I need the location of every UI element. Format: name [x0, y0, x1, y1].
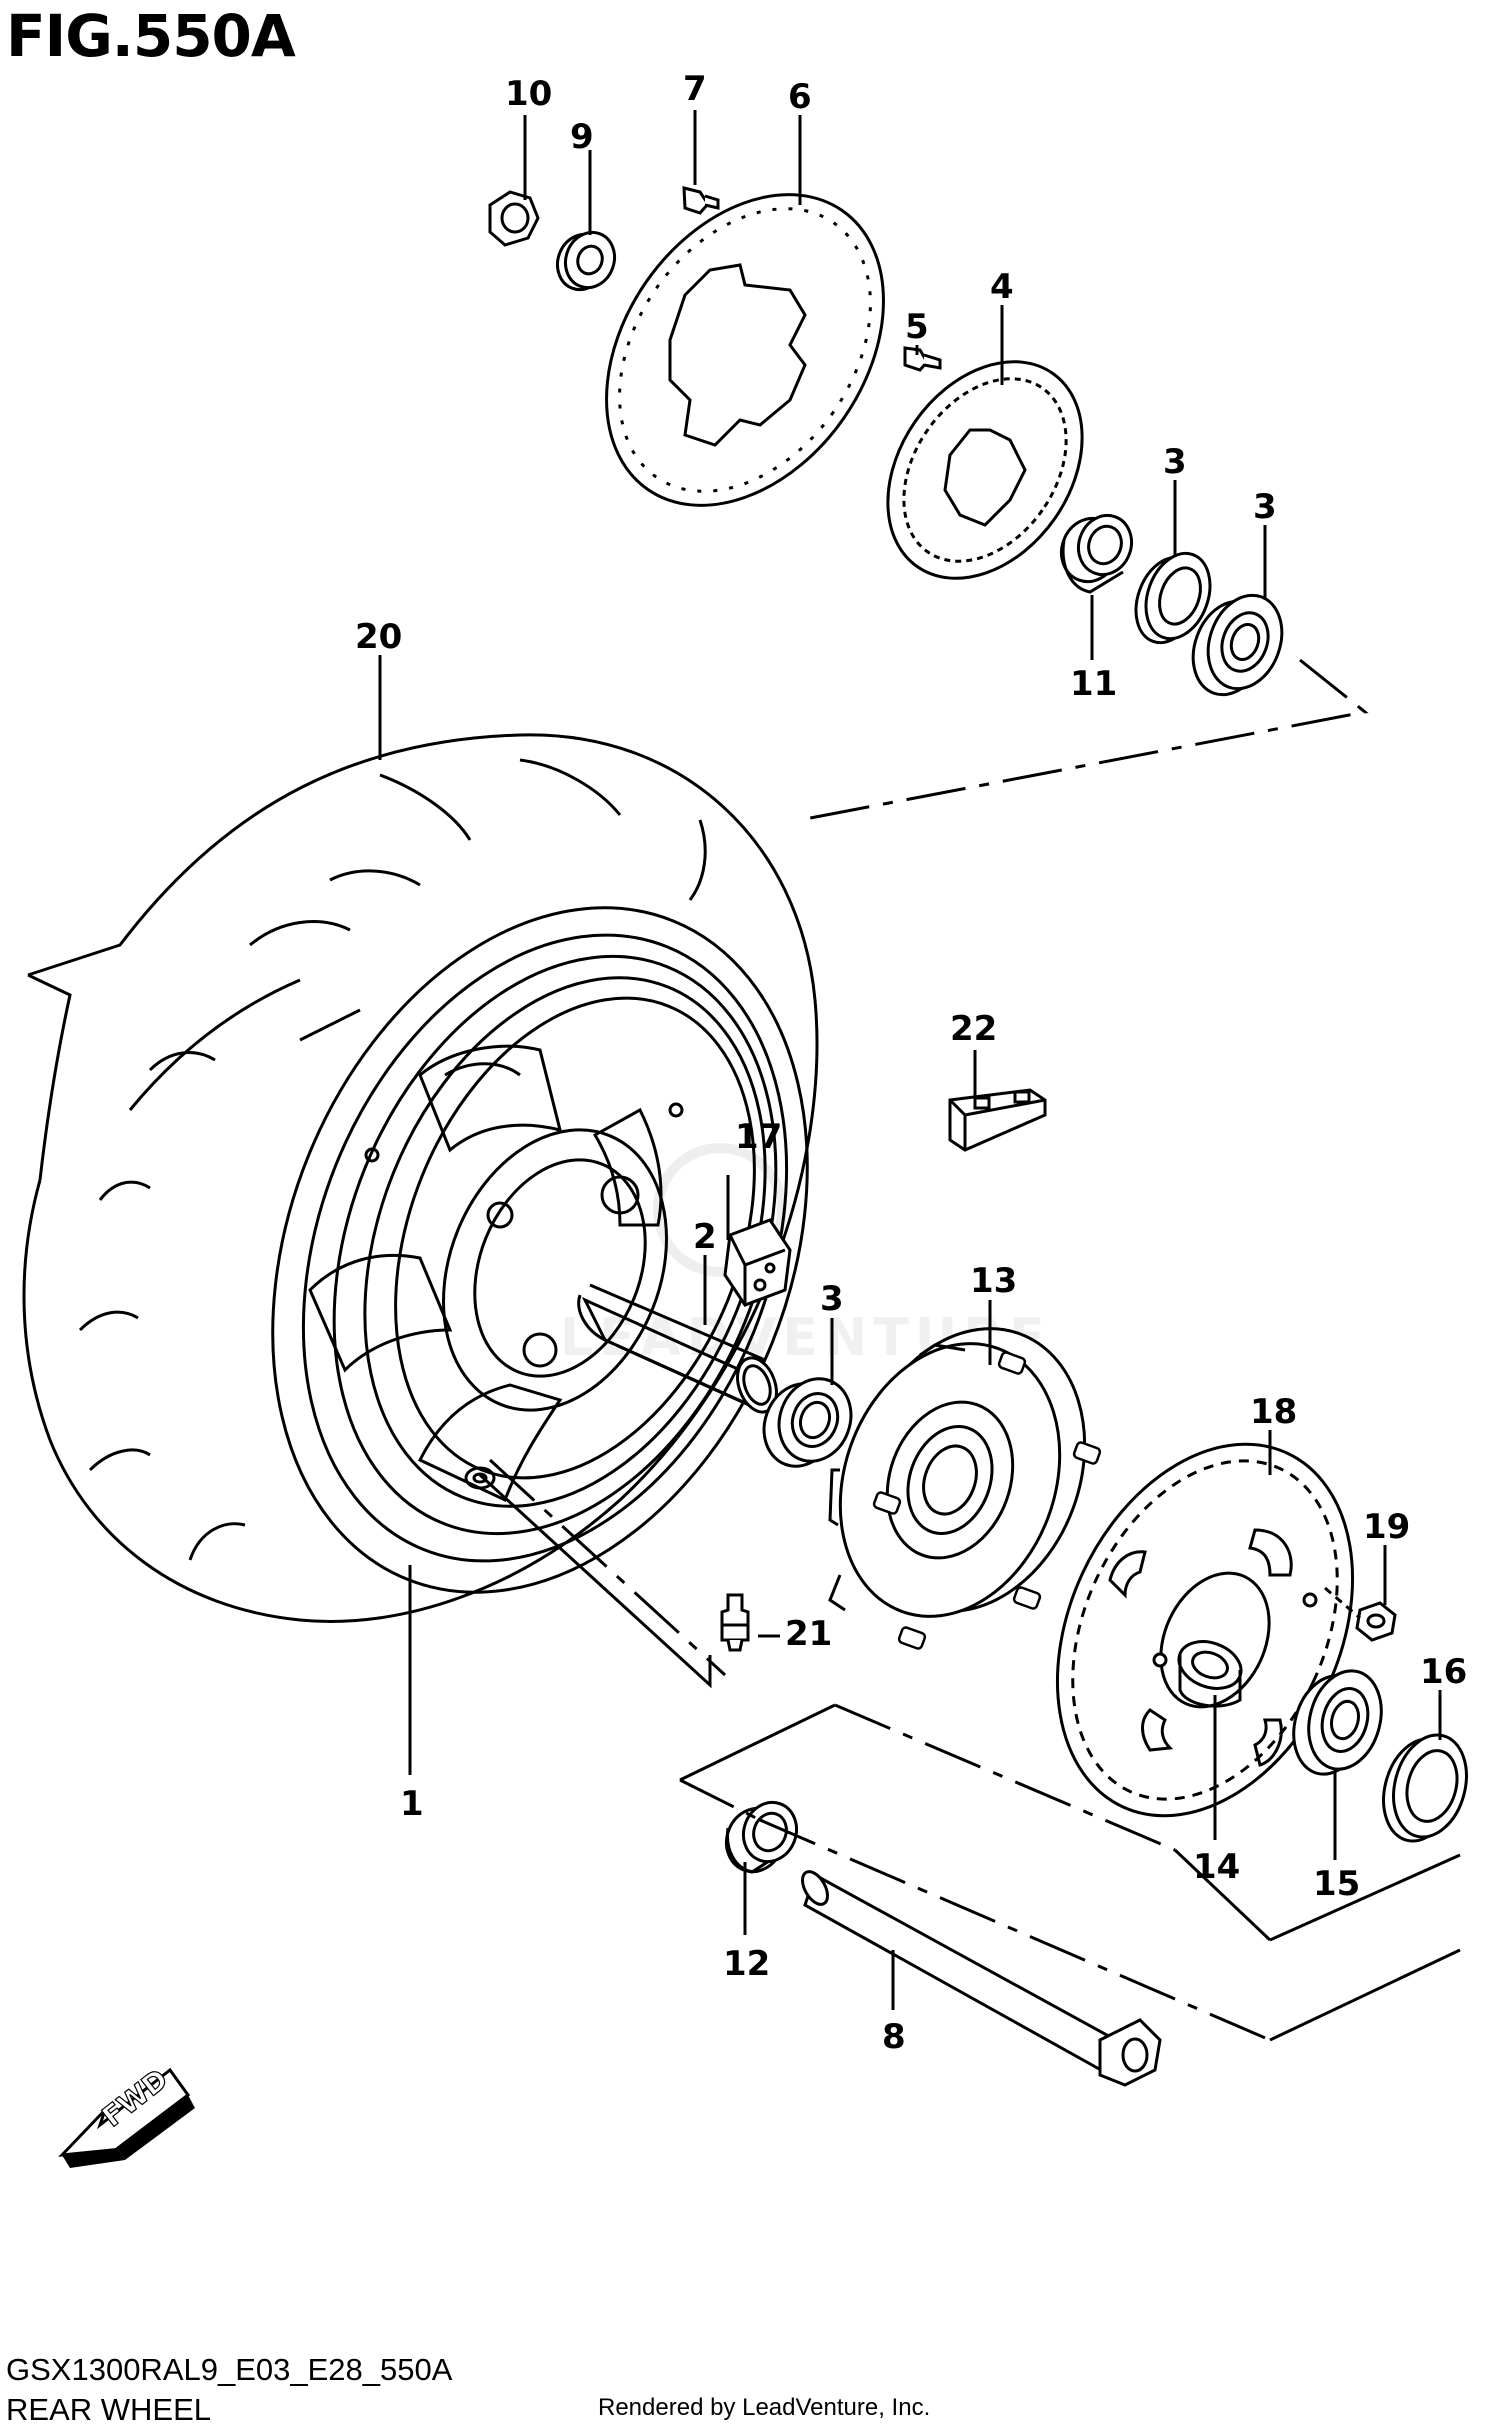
- callout-16: 15: [1313, 1864, 1360, 1904]
- damper-18: [723, 1218, 792, 1307]
- callout-19: 18: [1250, 1392, 1297, 1432]
- callout-10: 9: [570, 117, 594, 157]
- render-credit: Rendered by LeadVenture, Inc.: [598, 2394, 931, 2421]
- callout-23: 22: [950, 1009, 997, 1049]
- callout-15: 14: [1193, 1847, 1240, 1887]
- oil-seal-4: [1134, 551, 1212, 645]
- brake-disc-7: [605, 193, 885, 507]
- washer-10: [555, 230, 617, 292]
- callout-2: 2: [693, 1217, 717, 1257]
- spacer-12: [1060, 513, 1133, 594]
- callout-12: 11: [1070, 664, 1117, 704]
- callout-21: 20: [355, 617, 402, 657]
- callout-8: 7: [683, 69, 707, 109]
- balance-weight-23: [948, 1088, 1047, 1152]
- callout-3-upper: 3: [1253, 487, 1277, 527]
- callout-22: 21: [785, 1614, 832, 1654]
- callout-18: 17: [735, 1117, 782, 1157]
- fwd-arrow: FWD: [58, 2062, 195, 2168]
- callout-14: 13: [970, 1261, 1017, 1301]
- callout-4: 3: [1163, 442, 1187, 482]
- sprocket-drum-14: [828, 1327, 1102, 1650]
- callout-6: 5: [905, 307, 929, 347]
- valve-22: [720, 1593, 750, 1652]
- bearing-3-upper: [1191, 593, 1284, 697]
- callout-20: 19: [1363, 1507, 1410, 1547]
- callout-7: 6: [788, 77, 812, 117]
- callout-5: 4: [990, 267, 1014, 307]
- nut-20: [1355, 1601, 1397, 1642]
- axle-spacer: [577, 1283, 778, 1414]
- diagram-code: GSX1300RAL9_E03_E28_550A: [6, 2352, 453, 2387]
- screw-6: [903, 346, 942, 372]
- oil-seal-17: [1382, 1733, 1468, 1843]
- callout-11: 10: [505, 74, 552, 114]
- diagram-name: REAR WHEEL: [6, 2392, 211, 2427]
- sensor-rotor-5: [886, 360, 1084, 580]
- spacer-13: [725, 1800, 798, 1874]
- callout-numbers: 10 9 7 6 5 4 3 3 11 20 22 17 2 3 13 18 1…: [355, 69, 1467, 2057]
- bearing-3-hub: [762, 1377, 853, 1468]
- callout-9: 8: [882, 2017, 906, 2057]
- nut-11: [488, 190, 540, 247]
- leader-lines: [378, 110, 1442, 2010]
- callout-1: 1: [400, 1784, 424, 1824]
- callout-3-hub: 3: [820, 1279, 844, 1319]
- rear-axle-9: [801, 1870, 1162, 2087]
- bolt-8: [682, 186, 720, 215]
- rear-tire: [22, 733, 819, 1623]
- wheel-rim: [308, 954, 778, 1536]
- figure-title: FIG.550A: [6, 2, 296, 70]
- bearing-16: [1292, 1669, 1383, 1776]
- callout-13: 12: [723, 1944, 770, 1984]
- assembly-lines: [478, 658, 1461, 2042]
- spacer-15: [1177, 1640, 1243, 1708]
- callout-17: 16: [1420, 1652, 1467, 1692]
- rear-sprocket-19: [1055, 1442, 1355, 1818]
